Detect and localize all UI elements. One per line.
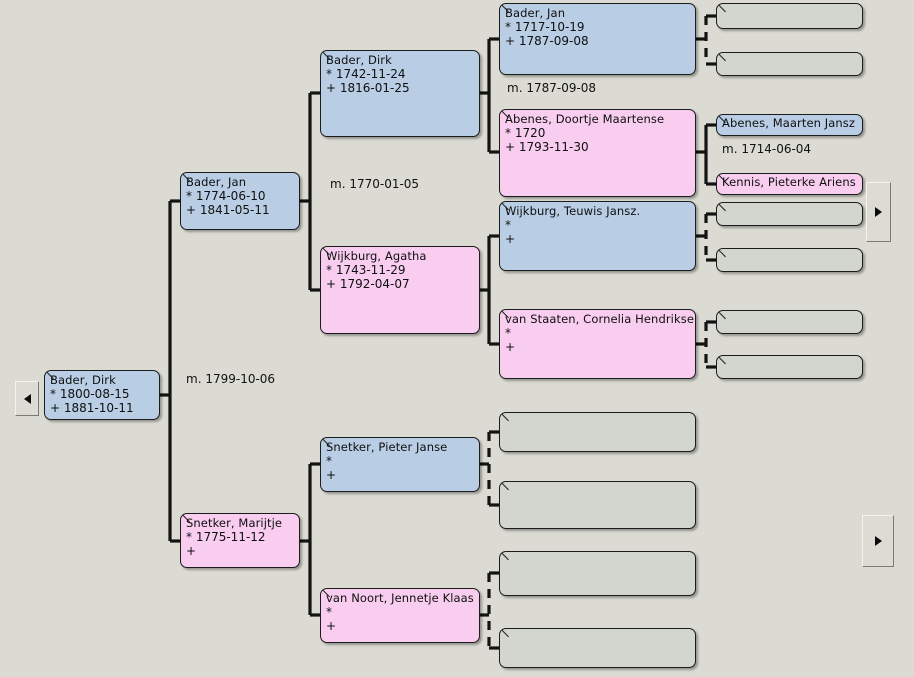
person-death-date: + 1816-01-25 <box>326 81 410 96</box>
folded-corner-icon <box>181 514 192 525</box>
person-death-date: + <box>326 468 337 483</box>
person-box-p_ffff[interactable] <box>716 3 863 29</box>
person-birth-date: * <box>326 605 332 620</box>
folded-corner-icon <box>181 173 192 184</box>
person-box-p_mf[interactable]: Snetker, Pieter Janse*+ <box>320 437 480 492</box>
person-name: Snetker, Marijtje <box>186 516 283 530</box>
person-box-p_ff[interactable]: Bader, Dirk* 1742-11-24+ 1816-01-25 <box>320 50 480 137</box>
person-name: Kennis, Pieterke Ariens <box>722 175 856 189</box>
person-box-p_fff[interactable]: Bader, Jan* 1717-10-19+ 1787-09-08 <box>499 3 696 75</box>
folded-corner-icon <box>500 482 511 493</box>
person-name: van Staaten, Cornelia Hendrikse <box>505 312 694 326</box>
folded-corner-icon <box>717 311 728 322</box>
person-death-date: + 1793-11-30 <box>505 140 589 155</box>
btn-expand-right-lower[interactable] <box>862 515 894 567</box>
person-name: Abenes, Maarten Jansz <box>722 116 856 130</box>
person-birth-date: * 1717-10-19 <box>505 20 585 35</box>
person-death-date: + <box>186 544 197 559</box>
person-death-date: + <box>505 340 516 355</box>
folded-corner-icon <box>717 4 728 15</box>
person-name: Bader, Dirk <box>326 53 392 67</box>
person-name: van Noort, Jennetje Klaas <box>326 591 474 605</box>
folded-corner-icon <box>321 51 332 62</box>
folded-corner-icon <box>500 310 511 321</box>
arrow-right-icon <box>875 207 882 217</box>
person-box-p_mmm[interactable] <box>499 628 696 668</box>
arrow-left-icon <box>23 393 31 404</box>
folded-corner-icon <box>717 115 728 126</box>
person-name: Wijkburg, Teuwis Jansz. <box>505 204 641 218</box>
person-name: Snetker, Pieter Janse <box>326 440 448 454</box>
person-box-p_fmff[interactable] <box>716 202 863 226</box>
folded-corner-icon <box>500 413 511 424</box>
person-death-date: + <box>505 232 516 247</box>
folded-corner-icon <box>500 629 511 640</box>
person-box-p_f1[interactable]: Bader, Jan* 1774-06-10+ 1841-05-11 <box>180 172 300 230</box>
person-birth-date: * 1742-11-24 <box>326 67 406 82</box>
person-birth-date: * <box>505 218 511 233</box>
folded-corner-icon <box>321 438 332 449</box>
person-name: Bader, Dirk <box>50 373 116 387</box>
person-box-p_mmf[interactable] <box>499 551 696 596</box>
folded-corner-icon <box>717 174 728 185</box>
person-box-p_mff[interactable] <box>499 412 696 452</box>
marriage-label-m_gp1: m. 1787-09-08 <box>507 81 597 95</box>
folded-corner-icon <box>321 247 332 258</box>
person-box-p_fmmf[interactable] <box>716 310 863 334</box>
person-birth-date: * 1720 <box>505 126 546 141</box>
folded-corner-icon <box>500 202 511 213</box>
person-box-p_ffm[interactable]: Abenes, Doortje Maartense* 1720+ 1793-11… <box>499 109 696 197</box>
person-box-p_mm[interactable]: van Noort, Jennetje Klaas*+ <box>320 588 480 643</box>
person-box-p_root[interactable]: Bader, Dirk* 1800-08-15+ 1881-10-11 <box>44 370 160 420</box>
person-death-date: + 1841-05-11 <box>186 203 270 218</box>
person-birth-date: * <box>505 326 511 341</box>
person-box-p_fmmm[interactable] <box>716 355 863 379</box>
folded-corner-icon <box>717 203 728 214</box>
marriage-label-m_par1: m. 1770-01-05 <box>330 177 420 191</box>
folded-corner-icon <box>500 4 511 15</box>
folded-corner-icon <box>717 53 728 64</box>
folded-corner-icon <box>321 589 332 600</box>
folded-corner-icon <box>45 371 56 382</box>
arrow-right-icon <box>874 536 882 546</box>
person-birth-date: * <box>326 454 332 469</box>
folded-corner-icon <box>500 110 511 121</box>
folded-corner-icon <box>717 249 728 260</box>
person-birth-date: * 1774-06-10 <box>186 189 266 204</box>
person-death-date: + 1881-10-11 <box>50 401 134 416</box>
person-death-date: + <box>326 619 337 634</box>
person-box-p_fm[interactable]: Wijkburg, Agatha* 1743-11-29+ 1792-04-07 <box>320 246 480 334</box>
person-name: Bader, Jan <box>186 175 247 189</box>
person-box-p_mfm[interactable] <box>499 481 696 529</box>
btn-scroll-left[interactable] <box>15 381 39 416</box>
person-birth-date: * 1775-11-12 <box>186 530 266 545</box>
person-box-p_m1[interactable]: Snetker, Marijtje* 1775-11-12+ <box>180 513 300 568</box>
person-birth-date: * 1743-11-29 <box>326 263 406 278</box>
btn-expand-right-upper[interactable] <box>866 182 891 242</box>
folded-corner-icon <box>717 356 728 367</box>
person-death-date: + 1792-04-07 <box>326 277 410 292</box>
person-box-p_fffm[interactable] <box>716 52 863 76</box>
folded-corner-icon <box>500 552 511 563</box>
person-box-p_fmm[interactable]: van Staaten, Cornelia Hendrikse*+ <box>499 309 696 379</box>
marriage-label-m_root: m. 1799-10-06 <box>186 372 276 386</box>
person-name: Bader, Jan <box>505 6 566 20</box>
person-box-p_fmf[interactable]: Wijkburg, Teuwis Jansz.*+ <box>499 201 696 271</box>
person-box-p_ffmm[interactable]: Kennis, Pieterke Ariens <box>716 173 863 195</box>
marriage-label-m_ggp1: m. 1714-06-04 <box>722 142 812 156</box>
person-box-p_ffmf[interactable]: Abenes, Maarten Jansz <box>716 114 863 136</box>
person-birth-date: * 1800-08-15 <box>50 387 130 402</box>
person-death-date: + 1787-09-08 <box>505 34 589 49</box>
person-name: Wijkburg, Agatha <box>326 249 427 263</box>
person-box-p_fmfm[interactable] <box>716 248 863 272</box>
person-name: Abenes, Doortje Maartense <box>505 112 665 126</box>
